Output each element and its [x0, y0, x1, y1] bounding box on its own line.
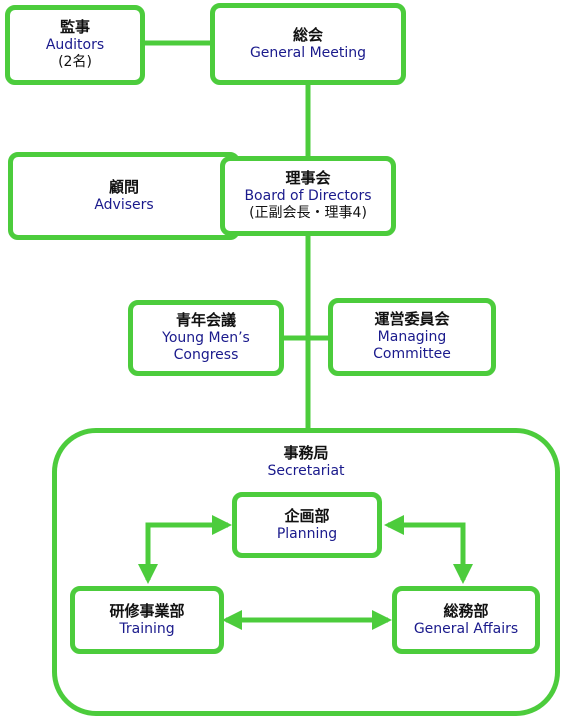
- board-en: Board of Directors: [244, 187, 372, 204]
- advisers-jp: 顧問: [108, 177, 139, 196]
- node-young-congress: 青年会議 Young Men’s Congress: [128, 300, 284, 376]
- node-general-affairs: 総務部 General Affairs: [392, 586, 540, 654]
- young-congress-en2: Congress: [173, 347, 239, 364]
- general-affairs-en: General Affairs: [413, 620, 519, 637]
- advisers-en: Advisers: [94, 196, 154, 213]
- node-general-meeting: 総会 General Meeting: [210, 3, 406, 85]
- general-meeting-jp: 総会: [292, 25, 323, 44]
- managing-committee-en2: Committee: [373, 346, 451, 363]
- board-jp: 理事会: [285, 169, 331, 188]
- young-congress-en: Young Men’s: [162, 329, 250, 346]
- training-en: Training: [119, 620, 175, 637]
- secretariat-en: Secretariat: [267, 462, 345, 479]
- general-affairs-jp: 総務部: [443, 601, 489, 620]
- managing-committee-en: Managing: [377, 328, 447, 345]
- secretariat-jp: 事務局: [283, 444, 329, 462]
- board-composition: (正副会長・理事4): [249, 205, 367, 222]
- training-jp: 研修事業部: [109, 601, 185, 620]
- planning-training-arrow: [138, 515, 232, 584]
- auditors-jp: 監事: [59, 18, 90, 37]
- auditors-en: Auditors: [45, 36, 105, 53]
- managing-committee-jp: 運営委員会: [374, 310, 450, 329]
- node-board: 理事会 Board of Directors (正副会長・理事4): [220, 156, 396, 236]
- young-congress-jp: 青年会議: [175, 311, 236, 330]
- node-training: 研修事業部 Training: [70, 586, 224, 654]
- node-advisers: 顧問 Advisers: [8, 152, 240, 240]
- general-meeting-en: General Meeting: [249, 44, 367, 61]
- node-managing-committee: 運営委員会 Managing Committee: [328, 298, 496, 376]
- planning-jp: 企画部: [284, 506, 330, 525]
- auditors-count: (2名): [58, 54, 92, 71]
- secretariat-label: 事務局 Secretariat: [52, 444, 560, 480]
- secretariat-container: [52, 428, 560, 716]
- planning-en: Planning: [276, 525, 338, 542]
- planning-general-affairs-arrow: [384, 515, 473, 584]
- node-auditors: 監事 Auditors (2名): [5, 5, 145, 85]
- node-planning: 企画部 Planning: [232, 492, 382, 558]
